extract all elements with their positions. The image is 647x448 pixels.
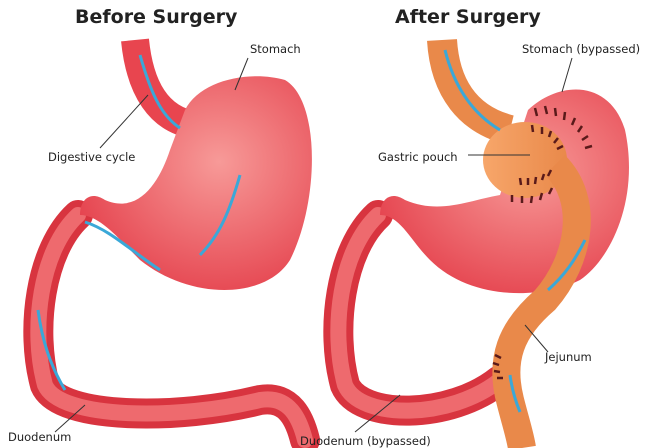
after-stomach [323,38,629,448]
arrow-icon [198,174,242,257]
label-stomach-bypassed: Stomach (bypassed) [522,42,641,56]
arrow-icon [443,49,501,132]
arrow-icon [508,374,522,413]
before-stomach [23,38,320,448]
label-digestive-cycle: Digestive cycle [48,150,136,164]
label-duodenum-bypassed: Duodenum (bypassed) [300,434,431,448]
after-leader-lines [354,57,573,433]
before-leader-lines [54,57,249,433]
label-duodenum: Duodenum [8,430,72,444]
after-title: After Surgery [395,6,541,28]
arrow-icon [138,54,181,130]
arrow-icon [84,220,161,272]
arrow-icon [36,309,67,391]
staples [492,105,593,380]
before-title: Before Surgery [75,6,238,28]
arrow-icon [547,239,587,292]
label-gastric-pouch: Gastric pouch [378,150,458,164]
label-jejunum: Jejunum [545,350,592,364]
label-stomach: Stomach [250,42,301,56]
gastric-pouch [483,122,567,198]
